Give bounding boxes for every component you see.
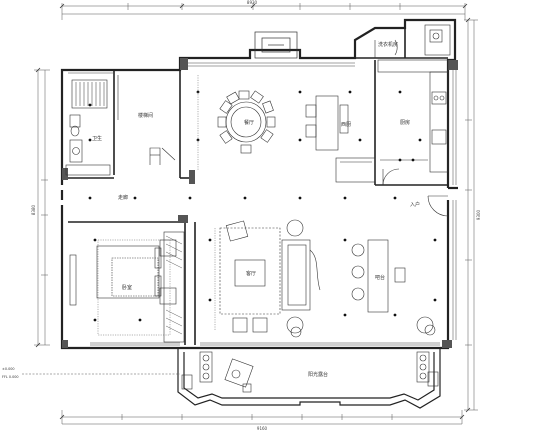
window-lines: [68, 62, 457, 346]
living-room-furniture: [219, 219, 321, 338]
western-kitchen: [305, 95, 376, 183]
bar-counter: [351, 239, 436, 336]
wall-hatching: [62, 58, 458, 348]
bay-window-niche: [254, 31, 298, 59]
balcony-planters: [181, 351, 439, 393]
dimension-bottom-total: 9160: [257, 426, 268, 431]
dimension-left-total: 8380: [31, 204, 36, 215]
label-living: 客厅: [246, 270, 256, 277]
dimension-top-total: 8930: [247, 0, 258, 5]
dimension-ticks: [35, 3, 471, 420]
kitchen-fixtures: [377, 59, 449, 186]
walls: [60, 18, 458, 350]
interior-walls: [68, 28, 448, 345]
balcony-outline: [177, 348, 441, 409]
label-stair-hall: 楼梯间: [138, 112, 153, 119]
entry-door: [427, 195, 449, 217]
bathroom-fixtures: [65, 79, 111, 176]
ceiling-lights: [88, 90, 437, 322]
label-bar: 吧台: [375, 274, 385, 281]
label-entry: 入户: [410, 201, 420, 208]
label-western-kitchen: 西厨: [341, 122, 351, 128]
label-corridor: 走廊: [118, 194, 128, 201]
dimension-lines: [34, 3, 478, 425]
spot-light-dashes: [97, 75, 216, 336]
label-balcony: 阳光露台: [308, 371, 328, 378]
leader-note-2: FFL 0.000: [2, 375, 19, 379]
label-laundry: 洗衣机房: [378, 41, 398, 48]
label-bedroom: 卧室: [122, 284, 132, 291]
dining-set: [217, 90, 276, 154]
label-bath: 卫生: [92, 135, 102, 142]
stairwell: [117, 75, 176, 165]
label-dining: 餐厅: [244, 119, 254, 126]
upper-right-service: [374, 24, 451, 58]
label-kitchen: 厨房: [400, 119, 410, 126]
dimension-right-total: 9300: [476, 209, 481, 220]
leader-note-1: ±0.000: [2, 367, 15, 371]
